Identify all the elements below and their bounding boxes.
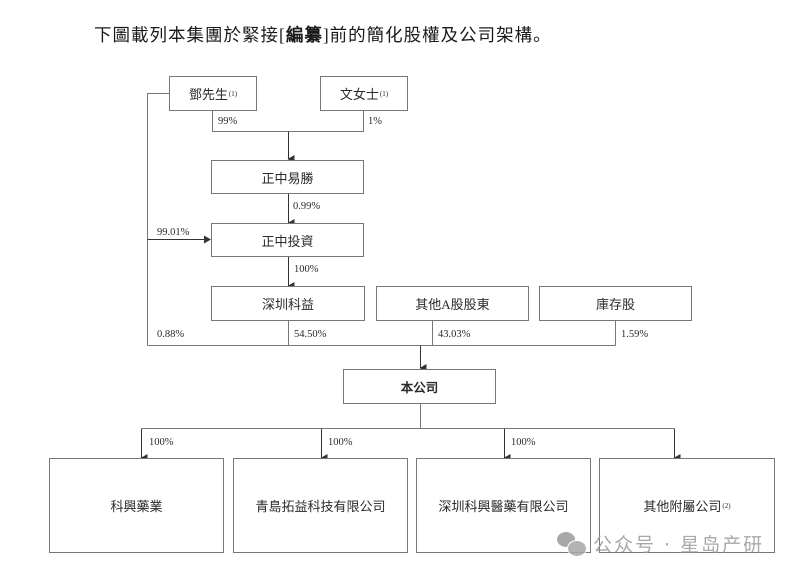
pct-company-to-shenzhen-kexing: 100% bbox=[511, 437, 536, 448]
node-qingdao-tuoyi: 青島拓益科技有限公司 bbox=[233, 458, 408, 553]
pct-company-to-kexing-pharma: 100% bbox=[149, 437, 174, 448]
node-zhengzhong-yisheng: 正中易勝 bbox=[211, 160, 364, 194]
node-label: 其他附屬公司 bbox=[643, 499, 722, 514]
node-other-subsidiaries: 其他附屬公司(2) bbox=[599, 458, 775, 553]
pct-yisheng-to-investment: 0.99% bbox=[293, 201, 321, 212]
watermark-text: 公众号 · 星岛产研 bbox=[593, 534, 765, 556]
intro-text: 下圖載列本集團於緊接[編纂]前的簡化股權及公司架構。 bbox=[94, 22, 552, 47]
line-deng-left bbox=[147, 93, 172, 346]
node-label: 其他A股股東 bbox=[415, 297, 490, 312]
pct-other-a-to-company: 43.03% bbox=[438, 329, 471, 340]
pct-deng-to-investment: 99.01% bbox=[157, 227, 190, 238]
node-company: 本公司 bbox=[343, 369, 496, 404]
node-label: 鄧先生 bbox=[188, 87, 228, 102]
pct-keyi-to-company: 54.50% bbox=[294, 329, 327, 340]
footnote-marker: (2) bbox=[722, 501, 731, 510]
node-zhengzhong-investment: 正中投資 bbox=[211, 223, 364, 257]
pct-company-to-qingdao-tuoyi: 100% bbox=[328, 437, 353, 448]
node-label: 正中投資 bbox=[261, 233, 314, 249]
node-other-a-shareholders: 其他A股股東 bbox=[376, 286, 529, 321]
footnote-marker: (1) bbox=[379, 89, 389, 98]
watermark: 公众号 · 星岛产研 bbox=[557, 530, 764, 557]
node-label: 深圳科興醫藥有限公司 bbox=[438, 499, 569, 514]
pct-deng-to-yisheng: 99% bbox=[218, 116, 238, 127]
wechat-icon bbox=[557, 531, 587, 557]
footnote-marker: (1) bbox=[228, 89, 238, 98]
node-label: 庫存股 bbox=[595, 297, 635, 312]
node-shenzhen-keyi: 深圳科益 bbox=[211, 286, 365, 321]
node-label: 本公司 bbox=[400, 380, 439, 395]
node-mr-deng: 鄧先生(1) bbox=[169, 76, 257, 111]
node-label: 深圳科益 bbox=[261, 297, 314, 312]
pct-treasury-to-company: 1.59% bbox=[621, 329, 649, 340]
line-wen-down bbox=[288, 111, 364, 132]
intro-text-after: ]前的簡化股權及公司架構。 bbox=[322, 25, 552, 45]
pct-deng-to-company: 0.88% bbox=[157, 329, 185, 340]
node-label: 正中易勝 bbox=[261, 170, 314, 186]
node-kexing-pharma: 科興藥業 bbox=[49, 458, 224, 553]
node-ms-wen: 文女士(1) bbox=[320, 76, 408, 111]
pct-wen-to-yisheng: 1% bbox=[368, 116, 382, 127]
node-shenzhen-kexing-medical: 深圳科興醫藥有限公司 bbox=[416, 458, 591, 553]
line-deng-down bbox=[212, 111, 289, 132]
node-label: 科興藥業 bbox=[110, 499, 163, 514]
intro-text-redacted: 編纂 bbox=[285, 25, 323, 45]
node-treasury-shares: 庫存股 bbox=[539, 286, 692, 321]
node-label: 文女士 bbox=[339, 87, 379, 102]
intro-text-before: 下圖載列本集團於緊接[ bbox=[94, 25, 286, 45]
node-label: 青島拓益科技有限公司 bbox=[255, 499, 386, 514]
pct-investment-to-keyi: 100% bbox=[294, 264, 319, 275]
